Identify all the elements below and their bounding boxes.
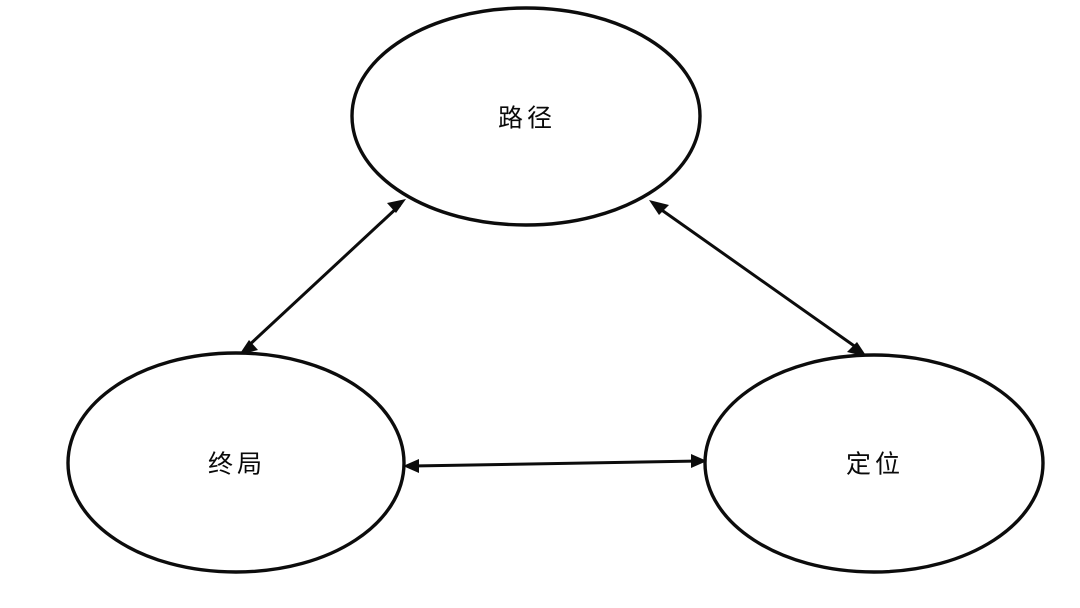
node-positioning-label: 定位 <box>846 450 904 479</box>
edge-endgame-path-line <box>244 203 402 350</box>
edge-endgame-positioning[interactable] <box>403 454 707 473</box>
edge-endgame-path-arrowhead-to-path <box>387 199 406 213</box>
node-endgame-label: 终局 <box>208 450 266 479</box>
edge-endgame-path-arrowhead-to-endgame <box>239 340 258 355</box>
edge-path-positioning-arrowhead-to-positioning <box>847 342 867 357</box>
edge-endgame-positioning-line <box>411 459 701 468</box>
edge-endgame-positioning-arrowhead-to-positioning <box>691 454 707 468</box>
edge-path-positioning[interactable] <box>649 200 867 357</box>
edge-endgame-path[interactable] <box>239 199 406 355</box>
node-positioning[interactable]: 定位 <box>703 353 1045 574</box>
edge-endgame-positioning-arrowhead-to-endgame <box>403 459 419 473</box>
node-endgame-ellipse <box>66 351 406 574</box>
node-endgame[interactable]: 终局 <box>66 351 406 574</box>
node-path-ellipse <box>350 6 702 227</box>
node-path-label: 路径 <box>498 104 556 133</box>
node-path[interactable]: 路径 <box>350 6 702 227</box>
edge-path-positioning-line <box>655 204 861 352</box>
edge-path-positioning-arrowhead-to-path <box>649 200 669 215</box>
node-positioning-ellipse <box>703 353 1045 574</box>
